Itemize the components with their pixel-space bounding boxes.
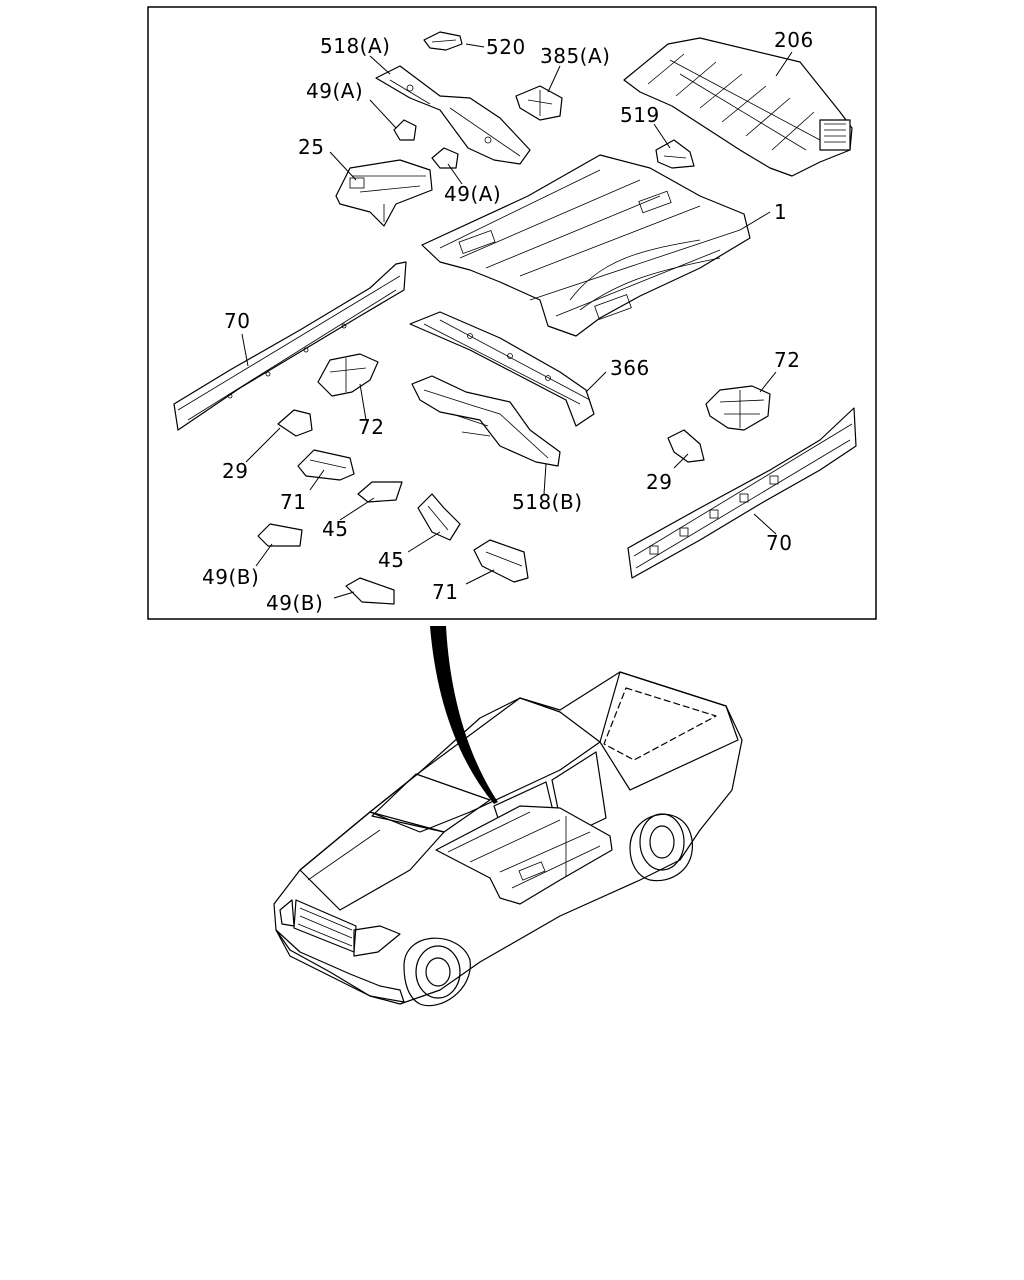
part-70-right-sill[interactable] <box>627 407 857 579</box>
callout-49a-mid: 49(A) <box>444 182 501 206</box>
callout-71-left: 71 <box>280 490 306 514</box>
part-45-mid-plate[interactable] <box>417 493 461 541</box>
part-518a-crossmember[interactable] <box>375 65 531 165</box>
part-25-reinforcement[interactable] <box>335 159 433 227</box>
callout-29-left: 29 <box>222 459 248 483</box>
part-206-rear-floor[interactable] <box>623 37 853 177</box>
part-49a-top-clip[interactable] <box>393 119 417 141</box>
callout-49b-bottom: 49(B) <box>266 591 323 615</box>
part-72-left-bracket[interactable] <box>317 353 379 397</box>
part-29-left-bracket[interactable] <box>277 409 313 437</box>
callout-29-right: 29 <box>646 470 672 494</box>
part-29-right-bracket[interactable] <box>667 429 705 463</box>
part-70-left-sill[interactable] <box>173 261 407 431</box>
pickup-truck-icon <box>273 671 743 1007</box>
part-71-mid-bracket[interactable] <box>473 539 529 583</box>
part-518b-crossmember[interactable] <box>411 375 561 467</box>
part-1-front-floor[interactable] <box>421 154 751 337</box>
part-366-crossmember[interactable] <box>409 311 595 427</box>
part-519-bracket[interactable] <box>655 139 695 169</box>
callout-519: 519 <box>620 103 660 127</box>
part-72-right-bracket[interactable] <box>705 385 771 431</box>
part-49b-left-clip[interactable] <box>257 523 303 547</box>
callout-518b: 518(B) <box>512 490 583 514</box>
callout-70-right: 70 <box>766 531 792 555</box>
callout-1: 1 <box>774 200 787 224</box>
part-520-bracket[interactable] <box>423 31 463 51</box>
callout-25: 25 <box>298 135 324 159</box>
callout-520: 520 <box>486 35 526 59</box>
part-71-left-bracket[interactable] <box>297 449 355 481</box>
callout-45-mid: 45 <box>378 548 404 572</box>
part-385a-bracket[interactable] <box>515 85 563 121</box>
location-arrow-icon <box>430 626 498 804</box>
part-45-left-plate[interactable] <box>357 481 403 503</box>
callout-49b-left: 49(B) <box>202 565 259 589</box>
callout-72-right: 72 <box>774 348 800 372</box>
part-49a-mid-clip[interactable] <box>431 147 459 169</box>
part-49b-bottom-clip[interactable] <box>345 577 395 605</box>
callout-385a: 385(A) <box>540 44 610 68</box>
callout-366: 366 <box>610 356 650 380</box>
leader-lines <box>241 43 793 599</box>
callout-72-left: 72 <box>358 415 384 439</box>
callout-70-left: 70 <box>224 309 250 333</box>
callout-206: 206 <box>774 28 814 52</box>
callout-71-mid: 71 <box>432 580 458 604</box>
callout-45-left: 45 <box>322 517 348 541</box>
callout-518a: 518(A) <box>320 34 390 58</box>
callout-49a-top: 49(A) <box>306 79 363 103</box>
callout-labels: 518(A) 520 385(A) 206 49(A) 519 25 49(A)… <box>202 28 814 615</box>
